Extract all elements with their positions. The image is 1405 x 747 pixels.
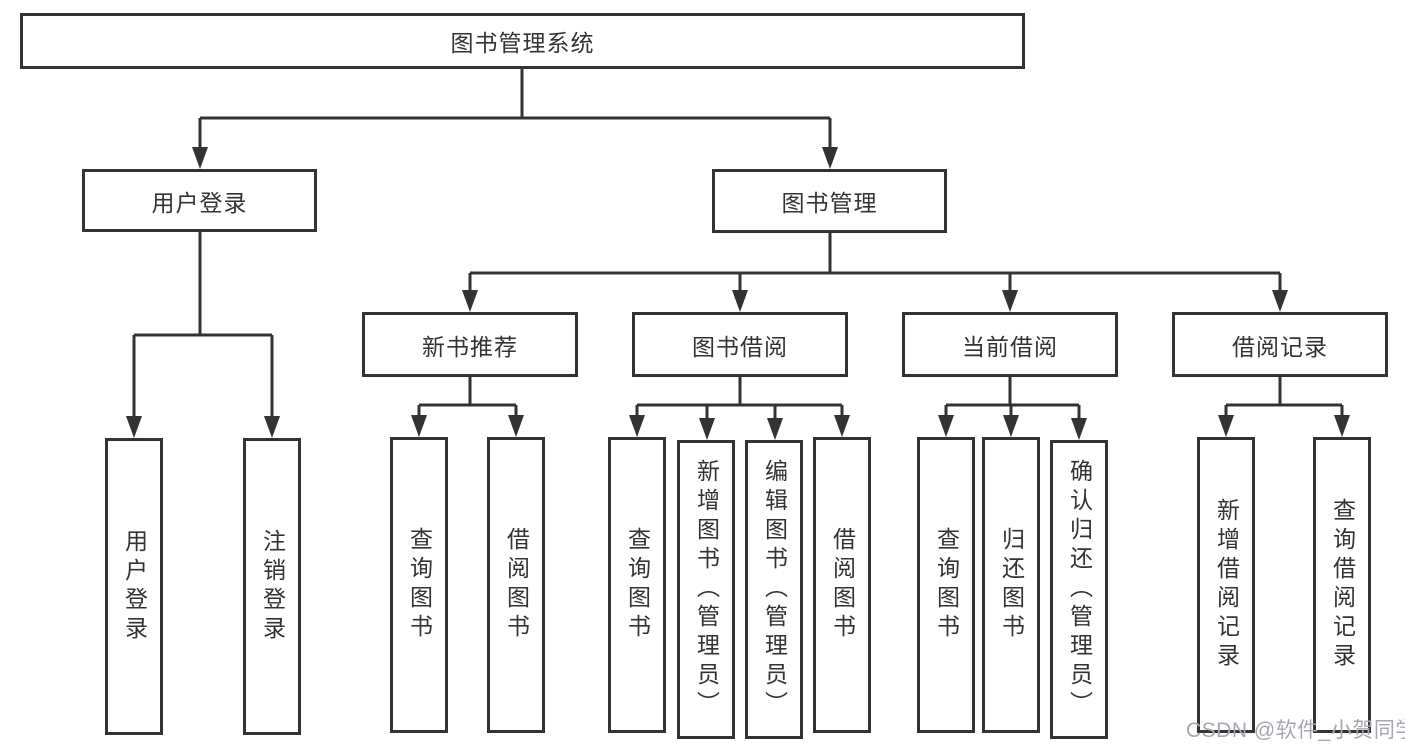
leaf-user-login: 用户登录 <box>105 438 163 735</box>
node-root-label: 图书管理系统 <box>450 30 595 56</box>
node-user-login: 用户登录 <box>82 169 317 232</box>
node-book-borrowing-label: 图书借阅 <box>692 333 788 360</box>
csdn-watermark: CSDN @软件_小贺同学 <box>1186 719 1405 742</box>
leaf-confirm-return-admin: 确认归还（管理员） <box>1050 440 1108 739</box>
leaf-add-borrow-record: 新增借阅记录 <box>1197 437 1255 733</box>
leaf-edit-book-admin: 编辑图书（管理员） <box>745 440 803 739</box>
leaf-query-borrow-record: 查询借阅记录 <box>1313 437 1371 733</box>
node-book-management: 图书管理 <box>712 169 947 233</box>
leaf-logout-label: 注销登录 <box>259 528 286 645</box>
node-new-book-recommendation: 新书推荐 <box>362 312 578 377</box>
node-new-book-recommendation-label: 新书推荐 <box>422 333 518 360</box>
leaf-query-book-3: 查询图书 <box>917 437 975 733</box>
leaf-add-borrow-record-label: 新增借阅记录 <box>1213 498 1240 672</box>
leaf-borrow-book-1: 借阅图书 <box>487 437 545 733</box>
leaf-return-book: 归还图书 <box>982 437 1040 733</box>
leaf-query-book-2-label: 查询图书 <box>624 527 651 643</box>
node-book-borrowing: 图书借阅 <box>632 312 848 377</box>
node-current-borrowing: 当前借阅 <box>902 312 1118 377</box>
leaf-confirm-return-admin-label: 确认归还（管理员） <box>1066 459 1093 720</box>
node-borrowing-records-label: 借阅记录 <box>1232 333 1328 360</box>
leaf-logout: 注销登录 <box>243 438 301 735</box>
node-current-borrowing-label: 当前借阅 <box>962 333 1058 360</box>
leaf-query-borrow-record-label: 查询借阅记录 <box>1329 498 1356 672</box>
node-user-login-label: 用户登录 <box>151 189 248 216</box>
leaf-borrow-book-2: 借阅图书 <box>813 437 871 733</box>
leaf-borrow-book-2-label: 借阅图书 <box>829 527 856 643</box>
node-borrowing-records: 借阅记录 <box>1172 312 1388 377</box>
leaf-user-login-label: 用户登录 <box>121 528 148 645</box>
node-book-management-label: 图书管理 <box>781 190 878 216</box>
leaf-query-book-3-label: 查询图书 <box>933 527 960 643</box>
leaf-query-book-1: 查询图书 <box>390 437 448 733</box>
node-root: 图书管理系统 <box>20 13 1025 69</box>
leaf-edit-book-admin-label: 编辑图书（管理员） <box>761 459 788 720</box>
leaf-query-book-2: 查询图书 <box>608 437 666 733</box>
leaf-add-book-admin-label: 新增图书（管理员） <box>693 459 720 720</box>
leaf-return-book-label: 归还图书 <box>998 527 1025 643</box>
leaf-add-book-admin: 新增图书（管理员） <box>677 440 735 739</box>
leaf-borrow-book-1-label: 借阅图书 <box>503 527 530 643</box>
leaf-query-book-1-label: 查询图书 <box>406 527 433 643</box>
